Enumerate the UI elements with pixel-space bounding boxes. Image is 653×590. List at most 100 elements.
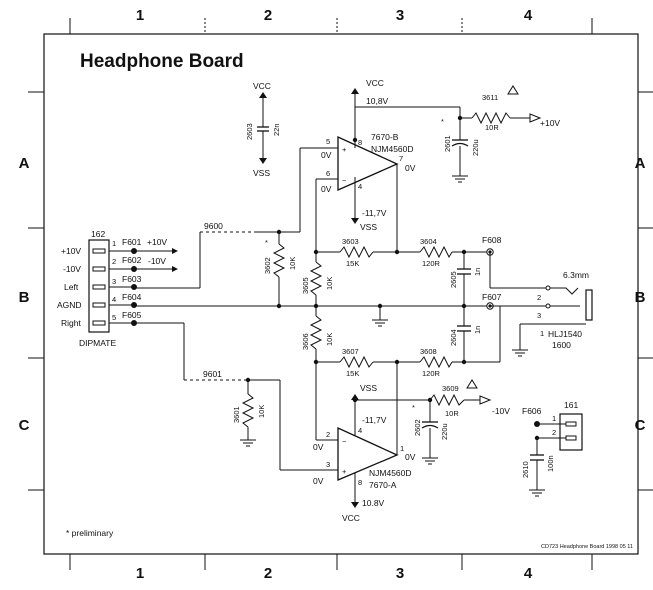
opamp-a-pin4: 4	[358, 426, 362, 435]
jack-part: HLJ1540	[548, 329, 582, 339]
opamp-a-v-out: 0V	[405, 452, 416, 462]
c2602-ref: 2602	[413, 419, 422, 436]
conn162-pin4-label: AGND	[57, 300, 82, 310]
opamp-b-plus: +	[342, 145, 347, 154]
opamp-a-pin1: 1	[400, 444, 404, 453]
opamp-b-pin7: 7	[399, 154, 403, 163]
footer-caption: CD723 Headphone Board 1998 05 11	[541, 544, 633, 550]
net-9601: 9601	[203, 369, 222, 379]
c2601-mark: *	[441, 117, 444, 126]
col-label-2-top: 2	[264, 7, 272, 24]
conn162-pin5-label: Right	[61, 318, 81, 328]
sheet-border	[43, 33, 639, 555]
conn162-pin1-num: 1	[112, 239, 116, 248]
r3608-ref: 3608	[420, 347, 437, 356]
r3611-ref: 3611	[482, 93, 498, 102]
opamp-a-plus: +	[342, 467, 347, 476]
grid-ticks-top	[69, 18, 593, 34]
opamp-a-symbol	[337, 379, 492, 508]
r3611-value: 10R	[485, 123, 499, 132]
connector-162	[88, 239, 178, 333]
r3603-value: 15K	[346, 259, 359, 268]
r3606-value: 10K	[325, 333, 334, 346]
c2601-value: 220u	[471, 139, 480, 156]
r3604-ref: 3604	[420, 237, 437, 246]
opamp-b-pin8: 8	[358, 138, 362, 147]
col-label-1-top: 1	[136, 7, 144, 24]
agnd-wiring	[134, 302, 500, 327]
connector-162-ref: 162	[91, 229, 105, 239]
col-label-3-bottom: 3	[396, 565, 404, 582]
fuse-f607: F607	[482, 292, 502, 302]
row-label-a-left: A	[19, 155, 30, 172]
c2602-mark: *	[412, 403, 415, 412]
c2610-value: 100n	[546, 455, 555, 472]
grid-ticks-left	[28, 91, 44, 491]
opamp-a-vcc-label-bottom: VCC	[342, 513, 360, 523]
r3609-net: -10V	[492, 406, 510, 416]
r3602-value: 10K	[288, 257, 297, 270]
opamp-b-part: NJM4560D	[371, 144, 414, 154]
left-feedback-output	[309, 245, 560, 309]
connector-162-type: DIPMATE	[79, 338, 116, 348]
fuse-f603: F603	[122, 274, 142, 284]
jack-pin2: 2	[537, 293, 541, 302]
jack-ref: 1600	[552, 340, 571, 350]
fuse-f606: F606	[522, 406, 542, 416]
opamp-a-vcc-voltage: -11,7V	[362, 415, 387, 425]
r3603-ref: 3603	[342, 237, 359, 246]
grid-ticks-right	[638, 91, 653, 491]
opamp-a-pin8: 8	[358, 478, 362, 487]
output-jack	[500, 285, 593, 357]
opamp-b-vss-label: VSS	[360, 222, 377, 232]
c2604-ref: 2604	[449, 329, 458, 346]
r3604-value: 120R	[422, 259, 441, 268]
row-label-b-left: B	[19, 289, 30, 306]
conn162-pin4-num: 4	[112, 295, 116, 304]
c2601-ref: 2601	[443, 135, 452, 152]
capacitor-2603	[257, 92, 269, 164]
jack-size: 6.3mm	[563, 270, 589, 280]
conn162-pin1-label: +10V	[61, 246, 81, 256]
conn162-pin2-num: 2	[112, 257, 116, 266]
top-vcc-label: VCC	[366, 78, 384, 88]
r3607-value: 15K	[346, 369, 359, 378]
opamp-b-symbol	[299, 135, 399, 252]
opamp-a-part: NJM4560D	[369, 468, 412, 478]
row-label-c-left: C	[19, 417, 30, 434]
opamp-b-v-out: 0V	[405, 163, 416, 173]
opamp-b-vcc-voltage: 10,8V	[366, 96, 389, 106]
c2602-value: 220u	[440, 423, 449, 440]
right-signal-wiring	[134, 322, 338, 471]
opamp-b-pin4: 4	[358, 182, 362, 191]
jack-pin1: 1	[540, 329, 544, 338]
jack-pin3: 3	[537, 311, 541, 320]
conn162-pin3-label: Left	[64, 282, 79, 292]
r3606-ref: 3606	[301, 333, 310, 350]
opamp-b-pin6: 6	[326, 169, 330, 178]
net-9600: 9600	[204, 221, 223, 231]
opamp-b-v-plus: 0V	[321, 150, 332, 160]
r3605-ref: 3605	[301, 277, 310, 294]
opamp-b-v-minus: 0V	[321, 184, 332, 194]
c2605-ref: 2605	[449, 271, 458, 288]
r3611-net: +10V	[540, 118, 560, 128]
c2604-value: 1n	[473, 326, 482, 334]
r3602-ref: 3602	[263, 257, 272, 274]
conn161-pin2: 2	[552, 428, 556, 437]
opamp-a-pin3: 3	[326, 460, 330, 469]
c2603-vss-label: VSS	[253, 168, 270, 178]
r3602-mark: *	[265, 238, 268, 247]
col-label-4-bottom: 4	[524, 565, 533, 582]
opamp-b-minus: −	[342, 176, 347, 185]
opamp-b-vss-voltage: -11,7V	[362, 208, 387, 218]
c2605-value: 1n	[473, 268, 482, 276]
fuse-f605: F605	[122, 310, 142, 320]
r3607-ref: 3607	[342, 347, 359, 356]
left-signal-wiring	[134, 229, 300, 309]
opamp-a-v-plus: 0V	[313, 476, 324, 486]
r3601-ref: 3601	[232, 406, 241, 423]
col-label-3-top: 3	[396, 7, 404, 24]
col-label-2-bottom: 2	[264, 565, 272, 582]
